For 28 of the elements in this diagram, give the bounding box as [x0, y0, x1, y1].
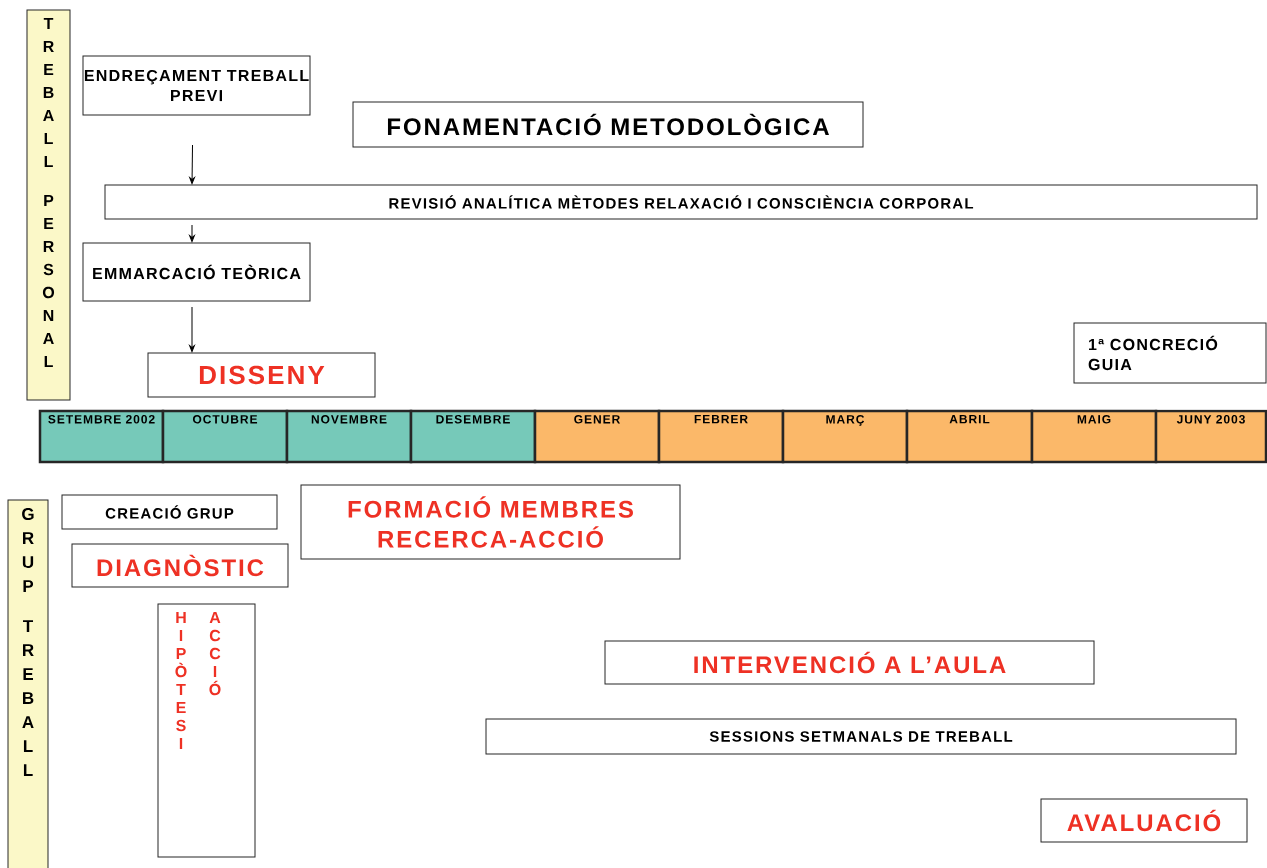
task-box: HIPÒTESI ACCIÓ — [157, 603, 256, 858]
task-box: DIAGNÒSTIC — [71, 543, 289, 588]
month-cell: ABRIL — [905, 409, 1034, 464]
task-bar: SESSIONS SETMANALS DE TREBALL — [485, 718, 1237, 755]
month-cell: SETEMBRE 2002 — [38, 409, 165, 464]
arrow — [189, 224, 195, 243]
month-cell: OCTUBRE — [161, 409, 289, 464]
month-cell: JUNY 2003 — [1154, 409, 1267, 464]
task-box: AVALUACIÓ — [1040, 798, 1248, 843]
month-cell: DESEMBRE — [409, 409, 537, 464]
letter-band: GRUP TREBALL — [7, 499, 49, 868]
task-box: FORMACIÓ MEMBRES RECERCA-ACCIÓ — [300, 484, 681, 560]
task-bar: REVISIÓ ANALÍTICA MÈTODES RELAXACIÓ I CONSCIÈNCIA CORPORAL — [104, 184, 1258, 220]
month-cell: NOVEMBRE — [285, 409, 413, 464]
task-box: DISSENY — [147, 352, 376, 398]
arrow — [189, 306, 195, 353]
month-cell: MARÇ — [781, 409, 909, 464]
letter-band: TREBALL PERSONAL — [26, 9, 71, 401]
task-box: ENDREÇAMENT TREBALL PREVI — [82, 55, 311, 116]
task-box: INTERVENCIÓ A L’AULA — [604, 640, 1095, 685]
task-box: EMMARCACIÓ TEÒRICA — [82, 242, 311, 302]
task-box: FONAMENTACIÓ METODOLÒGICA — [352, 101, 864, 148]
task-box: 1ª CONCRECIÓ GUIA — [1073, 322, 1267, 384]
arrow — [189, 144, 195, 185]
month-cell: GENER — [533, 409, 661, 464]
month-cell: FEBRER — [657, 409, 785, 464]
month-cell: MAIG — [1030, 409, 1158, 464]
task-box: CREACIÓ GRUP — [61, 494, 278, 530]
